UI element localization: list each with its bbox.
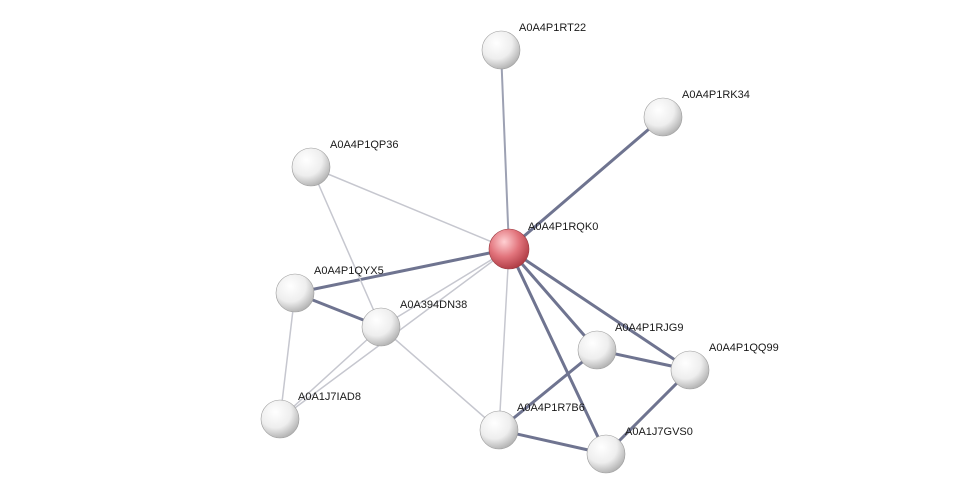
edge-a0a4p1rqk0-a0a1j7gvs0[interactable] [507,247,608,456]
node-label-a0a4p1qp36: A0A4P1QP36 [330,139,399,151]
node-label-a0a4p1qyx5: A0A4P1QYX5 [314,265,384,277]
node-label-a0a4p1rqk0: A0A4P1RQK0 [528,221,598,233]
node-label-a0a4p1qq99: A0A4P1QQ99 [709,342,779,354]
edge-a0a4p1qyx5-a0a1j7iad8[interactable] [279,292,296,420]
nodes-layer [260,30,710,474]
node-a0a1j7gvs0[interactable] [586,434,626,474]
edge-a0a4p1rqk0-a0a4p1rjg9[interactable] [507,247,599,352]
edge-a0a4p1qp36-a0a394dn38[interactable] [310,166,382,328]
edge-a0a4p1rqk0-a0a4p1qq99[interactable] [507,247,692,372]
node-a0a4p1rk34[interactable] [643,97,683,137]
edge-a0a4p1rqk0-a0a4p1r7b6[interactable] [498,248,510,431]
node-a0a4p1qp36[interactable] [291,147,331,187]
node-a0a4p1rjg9[interactable] [577,330,617,370]
node-a0a4p1qyx5[interactable] [275,273,315,313]
node-a0a4p1r7b6[interactable] [479,410,519,450]
edge-a0a4p1rqk0-a0a4p1rk34[interactable] [507,115,665,251]
edge-a0a4p1rqk0-a0a4p1rt22[interactable] [500,49,510,250]
node-label-a0a4p1rk34: A0A4P1RK34 [682,89,750,101]
node-label-a0a394dn38: A0A394DN38 [400,299,467,311]
edge-a0a4p1rqk0-a0a4p1qyx5[interactable] [293,247,511,295]
node-a0a1j7iad8[interactable] [260,399,300,439]
node-a0a4p1rqk0[interactable] [488,228,530,270]
node-label-a0a4p1rjg9: A0A4P1RJG9 [615,322,683,334]
edge-a0a4p1qq99-a0a1j7gvs0[interactable] [604,368,692,456]
node-label-a0a1j7iad8: A0A1J7IAD8 [298,391,361,403]
edge-a0a4p1rqk0-a0a4p1qp36[interactable] [310,166,510,250]
node-label-a0a4p1r7b6: A0A4P1R7B6 [517,402,585,414]
node-label-a0a4p1rt22: A0A4P1RT22 [519,22,586,34]
node-label-a0a1j7gvs0: A0A1J7GVS0 [625,426,693,438]
node-a0a4p1qq99[interactable] [670,350,710,390]
node-a0a4p1rt22[interactable] [481,30,521,70]
edge-a0a4p1rjg9-a0a4p1r7b6[interactable] [497,348,599,432]
labels-layer: A0A4P1RQK0 A0A4P1RT22A0A4P1RK34A0A4P1QP36… [298,22,779,438]
edge-a0a394dn38-a0a4p1r7b6[interactable] [380,326,500,431]
edge-a0a394dn38-a0a1j7iad8[interactable] [279,326,382,420]
node-a0a394dn38[interactable] [361,307,401,347]
edge-a0a4p1rqk0-a0a394dn38[interactable] [380,248,510,328]
